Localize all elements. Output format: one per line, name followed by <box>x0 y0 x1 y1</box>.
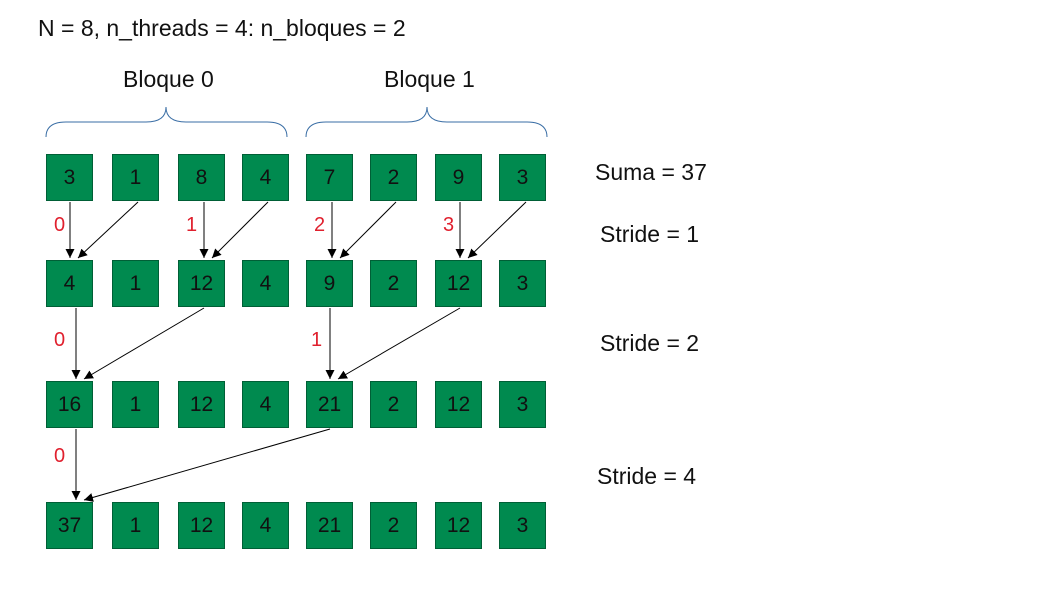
cell-r1-c3: 4 <box>242 260 289 307</box>
cell-r2-c4: 21 <box>306 381 353 428</box>
cell-r0-c2: 8 <box>178 154 225 201</box>
cell-r3-c0: 37 <box>46 502 93 549</box>
thread-id-stride1-2: 2 <box>314 214 326 236</box>
cell-r3-c1: 1 <box>112 502 159 549</box>
cell-r1-c1: 1 <box>112 260 159 307</box>
cell-r1-c5: 2 <box>370 260 417 307</box>
cell-r1-c6: 12 <box>435 260 482 307</box>
sum-label: Suma = 37 <box>595 159 707 185</box>
cell-r0-c3: 4 <box>242 154 289 201</box>
cell-r2-c7: 3 <box>499 381 546 428</box>
cell-r0-c0: 3 <box>46 154 93 201</box>
cell-r0-c4: 7 <box>306 154 353 201</box>
cell-r3-c7: 3 <box>499 502 546 549</box>
cell-r0-c1: 1 <box>112 154 159 201</box>
cell-r3-c6: 12 <box>435 502 482 549</box>
arrow-s4-c4-diagonal <box>83 428 331 502</box>
thread-id-stride4-0: 0 <box>54 445 66 467</box>
cell-r1-c0: 4 <box>46 260 93 307</box>
brace-block-1 <box>305 106 548 138</box>
arrow-s2-c2-diagonal <box>83 307 205 380</box>
cell-r0-c5: 2 <box>370 154 417 201</box>
stride-2-label: Stride = 2 <box>600 330 700 356</box>
thread-id-stride2-1: 1 <box>311 329 323 351</box>
cell-r0-c6: 9 <box>435 154 482 201</box>
thread-id-stride2-0: 0 <box>54 329 66 351</box>
cell-r2-c5: 2 <box>370 381 417 428</box>
thread-id-stride1-0: 0 <box>54 214 66 236</box>
arrow-s2-c6-diagonal <box>337 307 461 380</box>
cell-r2-c3: 4 <box>242 381 289 428</box>
thread-id-stride1-1: 1 <box>186 214 198 236</box>
arrow-s1-c5-diagonal <box>339 201 397 259</box>
cell-r3-c4: 21 <box>306 502 353 549</box>
cell-r0-c7: 3 <box>499 154 546 201</box>
arrow-s1-c1-diagonal <box>77 201 139 259</box>
diagram-title: N = 8, n_threads = 4: n_bloques = 2 <box>38 15 406 41</box>
arrow-s1-c7-diagonal <box>467 201 527 259</box>
block-label-1: Bloque 1 <box>384 66 475 92</box>
cell-r1-c2: 12 <box>178 260 225 307</box>
cell-r2-c1: 1 <box>112 381 159 428</box>
cell-r3-c5: 2 <box>370 502 417 549</box>
cell-r3-c3: 4 <box>242 502 289 549</box>
stride-1-label: Stride = 1 <box>600 221 700 247</box>
brace-block-0 <box>45 106 288 138</box>
cell-r2-c6: 12 <box>435 381 482 428</box>
cell-r1-c7: 3 <box>499 260 546 307</box>
cell-r2-c2: 12 <box>178 381 225 428</box>
block-label-0: Bloque 0 <box>123 66 214 92</box>
cell-r1-c4: 9 <box>306 260 353 307</box>
cell-r3-c2: 12 <box>178 502 225 549</box>
cell-r2-c0: 16 <box>46 381 93 428</box>
arrow-s1-c3-diagonal <box>211 201 269 259</box>
thread-id-stride1-3: 3 <box>443 214 455 236</box>
stride-4-label: Stride = 4 <box>597 463 697 489</box>
